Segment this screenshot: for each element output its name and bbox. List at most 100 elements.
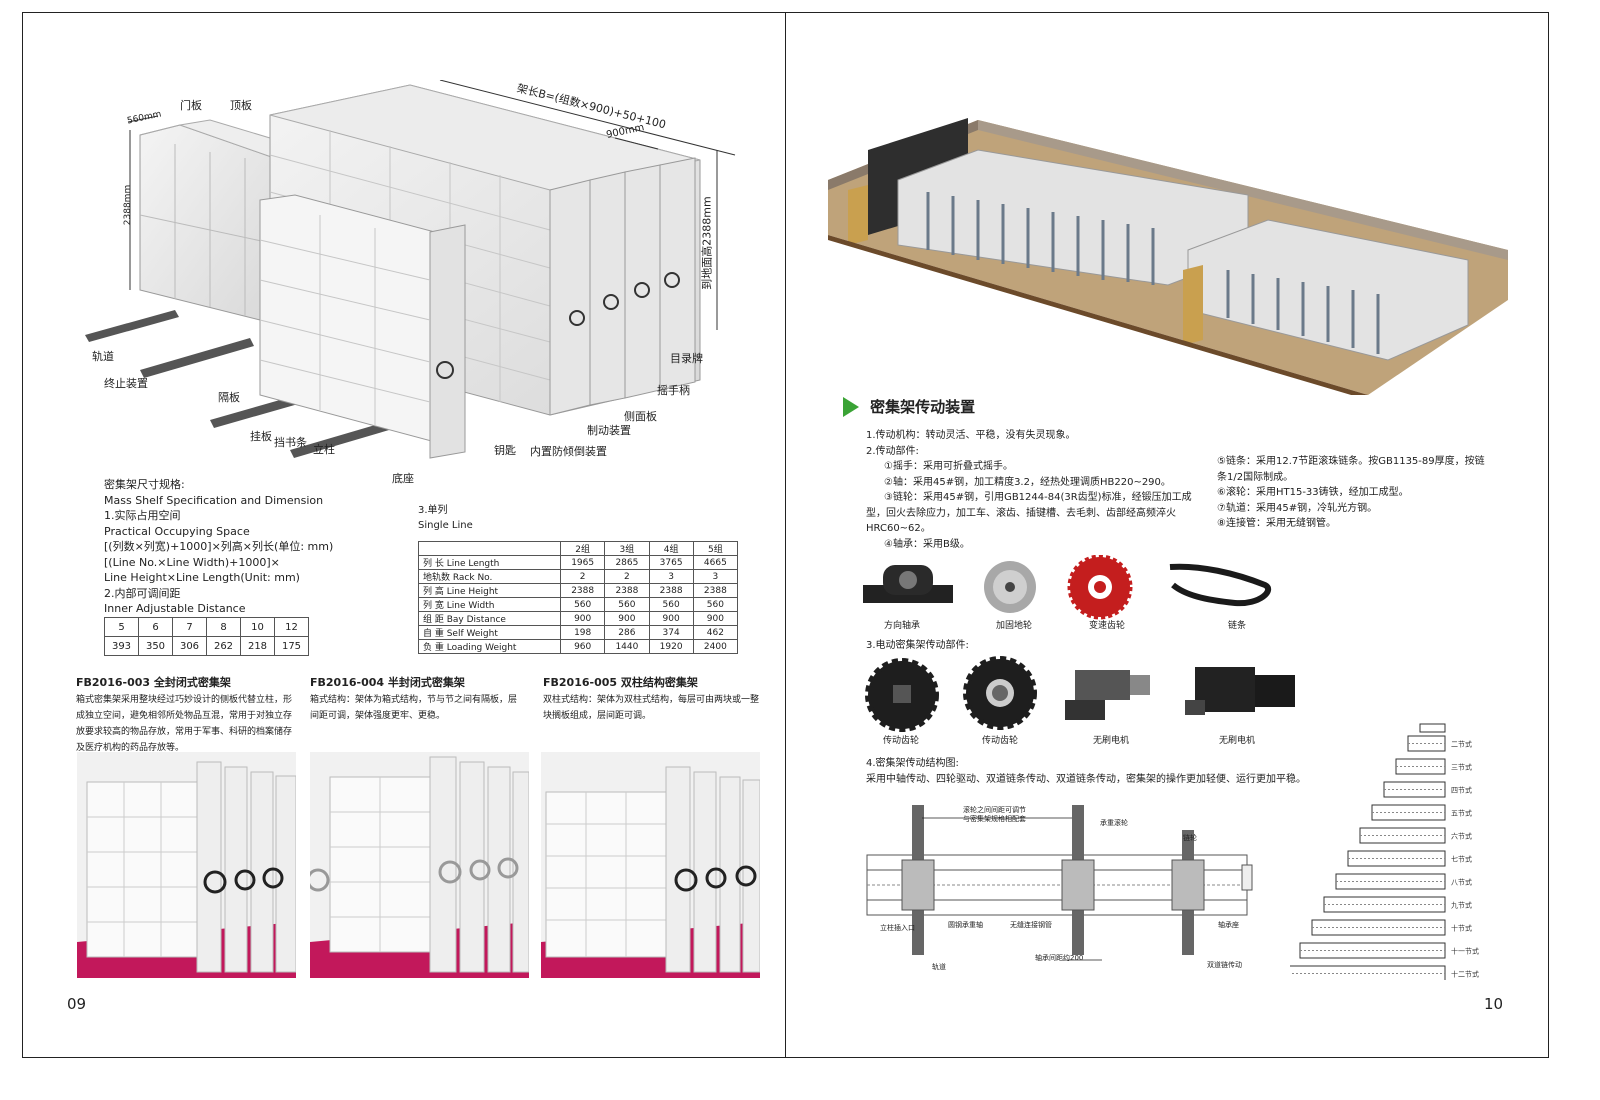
table-row: 5 6 7 8 10 12 [104,617,309,637]
table-cell: 560 [604,597,650,612]
table-cell: 1920 [648,639,694,654]
product-1: FB2016-003 全封闭式密集架 箱式密集架采用整块经过巧妙设计的侧板代替立… [76,674,301,756]
table-cell: 560 [648,597,694,612]
distance-table: 5 6 7 8 10 12 393 350 306 262 218 175 [104,617,309,656]
tier-label: 四节式 [1451,786,1472,795]
parts-row-1 [863,555,1272,620]
product-1-title: FB2016-003 全封闭式密集架 [76,674,301,690]
drive-label-double-chain: 双道链传动 [1207,961,1242,969]
table-cell: 1965 [560,555,606,570]
row-header-cell: 地轨数 Rack No. [417,569,562,584]
table-row: 393 350 306 262 218 175 [104,636,309,656]
table-cell: 306 [172,636,207,656]
text-line: ⑦轨道：采用45#钢，冷轧光方钢。 [1217,502,1378,514]
table-cell: 8 [206,617,241,637]
archive-room-illustration [828,118,1508,395]
table-cell: 393 [104,636,139,656]
row-header-cell: 列 长 Line Length [417,555,562,570]
table-cell: 462 [692,625,739,640]
product-2-desc: 箱式结构：架体为箱式结构，节与节之间有隔板，层 间距可调，架体强度更牢、更稳。 [310,692,535,724]
label-crank: 摇手柄 [657,384,690,397]
table-cell: 6 [138,617,173,637]
drive-label-bearing-wheel: 承重滚轮 [1100,819,1128,827]
section-title: 密集架传动装置 [870,398,976,416]
desc-line: 双柱式结构：架体为双柱式结构，每层可由两块或一整 [543,695,760,705]
table-cell: 175 [274,636,309,656]
table-cell: 2388 [560,583,606,598]
single-line-title-cn: 3.单列 [418,505,448,516]
page-number-right: 10 [1484,995,1504,1013]
drive-label-seamless: 无缝连接钢管 [1010,921,1052,929]
table-cell: 2865 [604,555,650,570]
row-header-cell: 组 距 Bay Distance [417,611,562,626]
drive-label-adjust2: 与密集架规格相配套 [963,815,1026,823]
tier-label: 八节式 [1451,878,1472,887]
label-door: 门板 [180,99,202,112]
shelf-photo-graphic [77,761,296,978]
pillow-block-bearing-icon [863,565,953,603]
label-h2388: 2388mm [123,184,134,226]
part-label: 加固地轮 [996,621,1033,631]
table-cell: 286 [604,625,650,640]
spec-title-cn: 密集架尺寸规格: [104,478,185,491]
part-label: 传动齿轮 [883,736,920,746]
table-cell: 7 [172,617,207,637]
product-3: FB2016-005 双柱结构密集架 双柱式结构：架体为双柱式结构，每层可由两块… [543,674,768,724]
product-photo-1 [77,752,296,978]
table-cell: 900 [560,611,606,626]
label-brake: 制动装置 [587,424,631,437]
table-cell: 5 [104,617,139,637]
table-cell: 3 [692,569,739,584]
table-cell: 560 [692,597,739,612]
table-cell: 12 [274,617,309,637]
table-cell: 4组 [648,541,694,556]
text-line: ④轴承：采用B级。 [884,538,970,550]
row-header-cell: 负 重 Loading Weight [417,639,562,654]
text-line: 条1/2国际制成。 [1217,471,1294,483]
drive-label-sprocket: 链轮 [1183,834,1197,842]
tier-label: 十二节式 [1451,970,1479,979]
tier-label: 十一节式 [1451,947,1479,956]
spec-item1-cn: 1.实际占用空间 [104,509,181,522]
row-header-cell [417,541,562,556]
label-anti-tip: 内置防倾倒装置 [530,445,607,458]
right-page-frame [785,12,1549,1058]
row-header-cell: 列 宽 Line Width [417,597,562,612]
label-partition: 隔板 [218,391,240,404]
table-cell: 218 [240,636,275,656]
chain-icon [1169,563,1272,607]
part-label: 链条 [1228,621,1247,631]
desc-line: 箱式结构：架体为箱式结构，节与节之间有隔板，层 [310,695,518,705]
single-line-title: 3.单列 Single Line [418,503,473,533]
text-line: ⑤链条：采用12.7节距滚珠链条。按GB1135-89厚度，按链 [1217,456,1485,467]
drive-text-left: 1.传动机构：转动灵活、平稳，没有失灵现象。 2.传动部件: ①摇手：采用可折叠… [866,428,1192,552]
table-cell: 3 [648,569,694,584]
row-header-cell: 自 重 Self Weight [417,625,562,640]
label-catalog: 目录牌 [670,352,703,365]
desc-line: 成独立空间，避免相邻所处物品互混，常用于对独立存 [76,711,293,721]
label-key: 钥匙 [494,444,516,457]
red-sprocket-icon [1067,555,1133,620]
drive-text-right: ⑤链条：采用12.7节距滚珠链条。按GB1135-89厚度，按链 条1/2国际制… [1217,454,1485,532]
page-number-left: 09 [67,995,87,1013]
part-label: 无刷电机 [1093,736,1130,746]
table-cell: 2组 [560,541,606,556]
tier-label: 十节式 [1451,924,1472,933]
label-side-panel: 侧面板 [624,410,657,423]
table-cell: 2 [560,569,606,584]
desc-line: 块搁板组成，层间距可调。 [543,711,652,721]
label-top: 顶板 [230,99,252,112]
tier-label: 九节式 [1451,901,1472,910]
label-hang: 挂板 [250,430,272,443]
row-header-cell: 列 高 Line Height [417,583,562,598]
product-photo-2 [310,752,529,978]
table-cell: 1440 [604,639,650,654]
